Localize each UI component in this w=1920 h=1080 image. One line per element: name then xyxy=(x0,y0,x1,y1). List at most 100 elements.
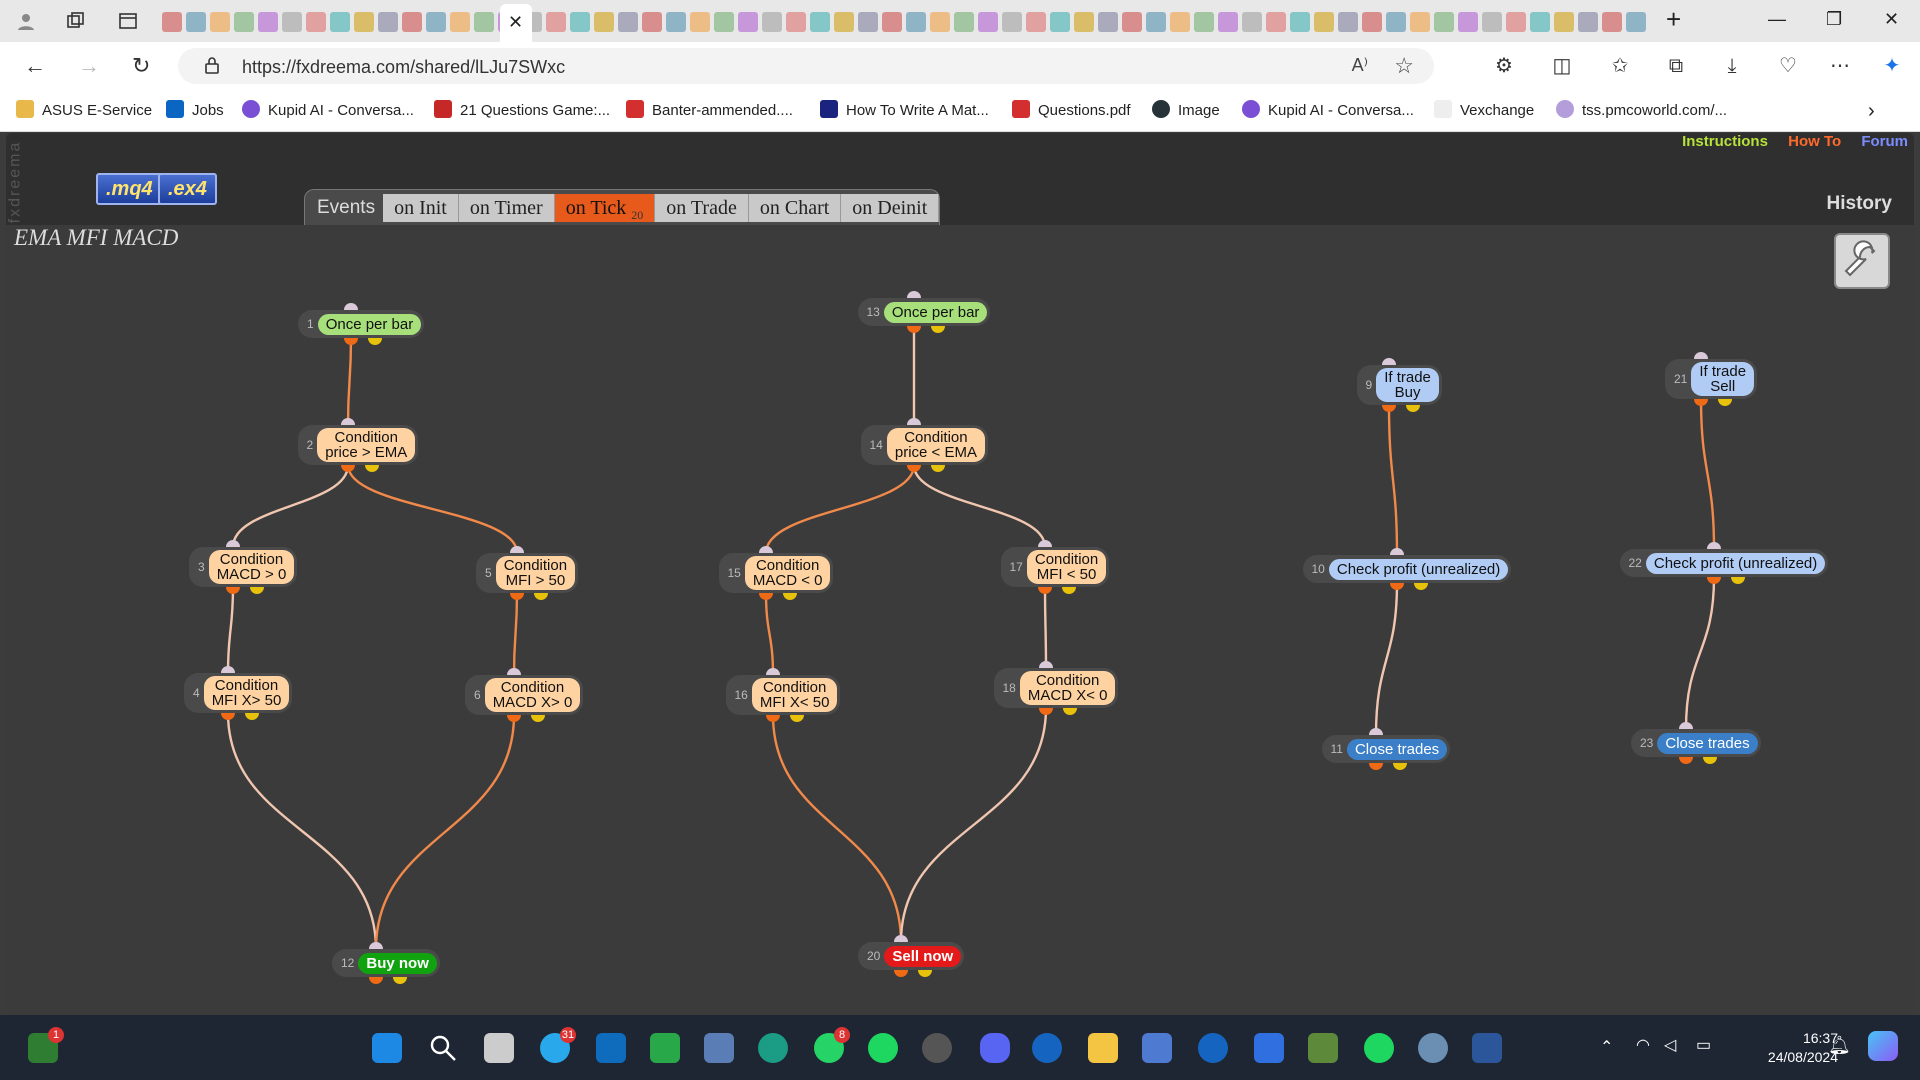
tab-favicon[interactable] xyxy=(642,12,662,32)
tab-favicon[interactable] xyxy=(834,12,854,32)
workspaces-icon[interactable] xyxy=(66,11,86,31)
tab-favicon[interactable] xyxy=(330,12,350,32)
app-icon[interactable] xyxy=(1142,1033,1172,1063)
tab-on-chart[interactable]: on Chart xyxy=(748,193,842,222)
connector-line[interactable] xyxy=(346,464,519,554)
copilot-icon[interactable]: ✦ xyxy=(1883,55,1901,77)
edge-icon[interactable] xyxy=(758,1033,788,1063)
tab-favicon[interactable] xyxy=(1002,12,1022,32)
media-player-icon[interactable] xyxy=(922,1033,952,1063)
instructions-link[interactable]: Instructions xyxy=(1682,133,1768,150)
bookmark-questions-pdf[interactable]: Questions.pdf xyxy=(1012,100,1131,122)
howto-link[interactable]: How To xyxy=(1788,133,1842,150)
bookmark-kupid-1[interactable]: Kupid AI - Conversa... xyxy=(242,100,414,122)
outlook-icon[interactable] xyxy=(596,1033,626,1063)
tab-favicon[interactable] xyxy=(666,12,686,32)
whatsapp-icon[interactable]: 8 xyxy=(814,1027,850,1063)
tray-chevron-icon[interactable]: ⌃ xyxy=(1600,1039,1614,1056)
close-window-icon[interactable]: ✕ xyxy=(1884,9,1900,29)
start-icon[interactable] xyxy=(372,1033,402,1063)
tab-favicon[interactable] xyxy=(1314,12,1334,32)
tab-favicon[interactable] xyxy=(978,12,998,32)
bookmark-kupid-2[interactable]: Kupid AI - Conversa... xyxy=(1242,100,1414,122)
tab-favicon[interactable] xyxy=(810,12,830,32)
tab-favicon[interactable] xyxy=(570,12,590,32)
tab-favicon[interactable] xyxy=(1530,12,1550,32)
tab-favicon[interactable] xyxy=(402,12,422,32)
clock[interactable]: 16:37 24/08/2024 xyxy=(1767,1030,1838,1065)
spotify-icon[interactable] xyxy=(868,1033,898,1063)
tab-favicon[interactable] xyxy=(1266,12,1286,32)
tab-favicon[interactable] xyxy=(1362,12,1382,32)
tab-favicon[interactable] xyxy=(1218,12,1238,32)
discord-icon[interactable] xyxy=(980,1033,1010,1063)
tab-favicon[interactable] xyxy=(714,12,734,32)
tab-favicon[interactable] xyxy=(1602,12,1622,32)
tab-favicon[interactable] xyxy=(906,12,926,32)
tab-favicon[interactable] xyxy=(738,12,758,32)
tab-favicon[interactable] xyxy=(1338,12,1358,32)
connector-line[interactable] xyxy=(226,586,235,674)
tab-favicon[interactable] xyxy=(1026,12,1046,32)
tab-favicon[interactable] xyxy=(1074,12,1094,32)
tab-favicon[interactable] xyxy=(1194,12,1214,32)
url-text[interactable]: https://fxdreema.com/shared/lLJu7SWxc xyxy=(242,57,566,77)
tab-actions-icon[interactable] xyxy=(118,11,138,31)
tab-favicon[interactable] xyxy=(1098,12,1118,32)
vscode-icon[interactable] xyxy=(1254,1033,1284,1063)
connector-line[interactable] xyxy=(512,592,519,676)
tab-favicon[interactable] xyxy=(954,12,974,32)
copilot-taskbar-icon[interactable] xyxy=(1868,1031,1898,1061)
connector-line[interactable] xyxy=(1374,582,1399,736)
tools-button[interactable] xyxy=(1834,233,1890,289)
refresh-icon[interactable]: ↻ xyxy=(132,53,151,78)
app-p-icon[interactable] xyxy=(1032,1033,1062,1063)
tab-favicon[interactable] xyxy=(306,12,326,32)
split-screen-icon[interactable]: ◫ xyxy=(1552,55,1572,77)
tab-favicon[interactable] xyxy=(450,12,470,32)
file-explorer-icon[interactable] xyxy=(1088,1033,1118,1063)
bookmark-21-questions[interactable]: 21 Questions Game:... xyxy=(434,100,610,122)
collections-icon[interactable]: ⧉ xyxy=(1668,55,1684,77)
tab-favicon[interactable] xyxy=(210,12,230,32)
tab-favicon[interactable] xyxy=(1626,12,1646,32)
read-aloud-icon[interactable]: A⁾ xyxy=(1351,55,1368,75)
forward-icon[interactable]: → xyxy=(78,53,100,78)
tab-favicon[interactable] xyxy=(786,12,806,32)
connector-line[interactable] xyxy=(771,714,903,943)
tab-favicon[interactable] xyxy=(930,12,950,32)
tab-favicon[interactable] xyxy=(1506,12,1526,32)
tab-favicon[interactable] xyxy=(1434,12,1454,32)
tab-favicon[interactable] xyxy=(354,12,374,32)
connector-line[interactable] xyxy=(912,464,1047,548)
tab-on-tick[interactable]: on Tick 20 xyxy=(554,193,656,222)
word-icon[interactable] xyxy=(1472,1033,1502,1063)
tab-favicon[interactable] xyxy=(882,12,902,32)
bookmark-banter[interactable]: Banter-ammended.... xyxy=(626,100,793,122)
task-view-icon[interactable] xyxy=(484,1033,514,1063)
tab-favicon[interactable] xyxy=(474,12,494,32)
tab-favicon[interactable] xyxy=(1146,12,1166,32)
app-icon[interactable] xyxy=(704,1033,734,1063)
favorites-icon[interactable]: ✩ xyxy=(1611,55,1629,77)
bookmark-jobs[interactable]: Jobs xyxy=(166,100,224,122)
connector-line[interactable] xyxy=(1684,576,1716,730)
tab-favicon[interactable] xyxy=(1458,12,1478,32)
tab-favicon[interactable] xyxy=(162,12,182,32)
bookmark-how-to-write[interactable]: How To Write A Mat... xyxy=(820,100,989,122)
tab-favicon[interactable] xyxy=(1410,12,1430,32)
lock-icon[interactable] xyxy=(204,56,220,79)
bookmark-tss[interactable]: tss.pmcoworld.com/... xyxy=(1556,100,1727,122)
bookmark-asus[interactable]: ASUS E-Service xyxy=(16,100,152,122)
